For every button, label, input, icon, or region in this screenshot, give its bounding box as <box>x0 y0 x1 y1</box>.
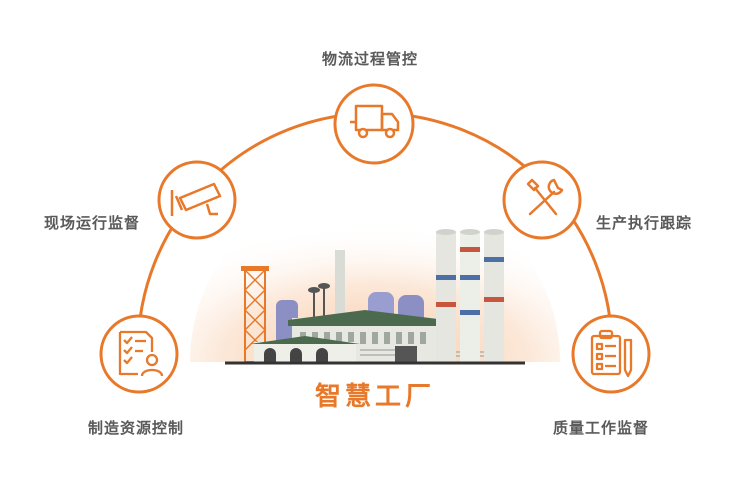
document-person-icon <box>118 330 164 377</box>
label-logistics: 物流过程管控 <box>322 50 419 68</box>
tools-icon <box>526 178 564 216</box>
factory-illustration <box>225 229 525 365</box>
label-quality-supervision: 质量工作监督 <box>553 419 650 437</box>
factory-front-hall <box>254 342 356 362</box>
chimney-3 <box>484 229 504 362</box>
thin-chimney <box>335 250 345 362</box>
node-quality-supervision <box>571 314 651 394</box>
label-site-monitoring: 现场运行监督 <box>44 214 141 232</box>
clipboard-icon <box>590 329 633 378</box>
node-site-monitoring <box>157 160 237 240</box>
chimney-2 <box>460 229 480 362</box>
label-resource-control: 制造资源控制 <box>88 419 185 437</box>
chimney-1 <box>436 229 456 362</box>
truck-icon <box>350 104 400 132</box>
label-production-tracking: 生产执行跟踪 <box>596 214 693 232</box>
center-title: 智慧工厂 <box>314 382 435 412</box>
node-resource-control <box>99 314 179 394</box>
node-production-tracking <box>502 160 582 240</box>
node-logistics <box>333 83 415 165</box>
camera-icon <box>170 182 222 216</box>
